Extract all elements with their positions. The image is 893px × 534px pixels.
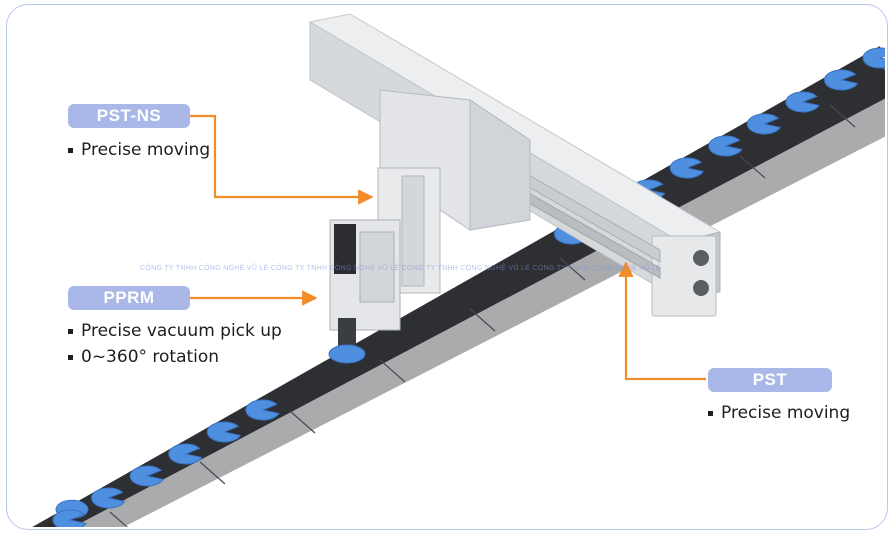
tag-pprm: PPRM [68, 286, 190, 310]
arrow-pst [618, 261, 706, 381]
bullets-pprm: Precise vacuum pick up 0~360° rotation [68, 318, 282, 370]
workpiece-disc [746, 113, 782, 135]
bullet-item: Precise moving [68, 137, 210, 163]
tag-pst: PST [708, 368, 832, 392]
arrow-pst-ns [190, 114, 374, 205]
bullet-item: 0~360° rotation [68, 344, 282, 370]
bullet-item: Precise vacuum pick up [68, 318, 282, 344]
workpiece-disc [708, 135, 743, 157]
workpiece-disc [52, 509, 87, 527]
workpiece-disc [785, 91, 820, 113]
watermark-text: CÔNG TY TNHH CÔNG NGHỆ VŨ LÊ CÔNG TY TNH… [140, 265, 662, 272]
workpiece-disc [862, 47, 885, 69]
workpiece-disc [823, 69, 859, 91]
tag-pst-ns: PST-NS [68, 104, 190, 128]
picked-disc [328, 344, 366, 364]
workpiece-disc [168, 443, 203, 465]
leader-arrows [190, 114, 706, 381]
bullets-pst: Precise moving [708, 400, 850, 426]
workpiece-disc [91, 487, 126, 509]
bullets-pst-ns: Precise moving [68, 137, 210, 163]
bullet-item: Precise moving [708, 400, 850, 426]
workpiece-disc [669, 157, 704, 179]
beam-end-cap [651, 235, 717, 317]
workpiece-disc [245, 399, 280, 421]
workpiece-disc [206, 421, 242, 443]
workpiece-disc [129, 465, 164, 487]
